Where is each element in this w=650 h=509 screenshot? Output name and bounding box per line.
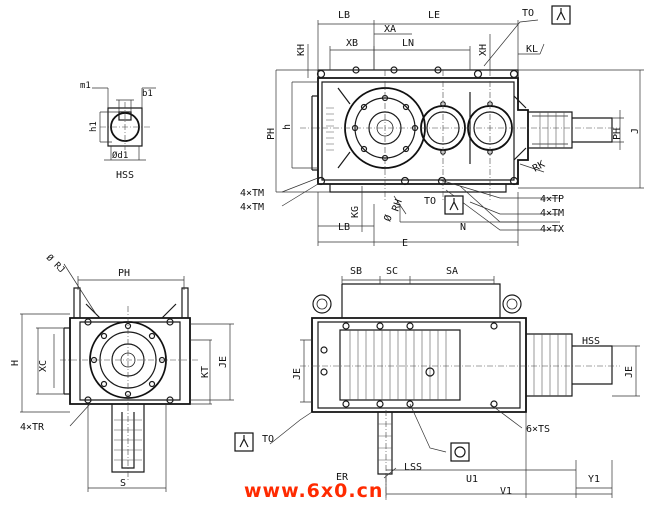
label-6ts: 6×TS <box>526 424 550 435</box>
label-ph-right: PH <box>612 128 623 140</box>
label-m1: m1 <box>80 81 91 91</box>
oil-level-symbol <box>450 442 470 462</box>
label-xb: XB <box>346 38 358 49</box>
top-view <box>275 5 644 246</box>
label-sb: SB <box>350 266 362 277</box>
label-e: E <box>402 238 408 249</box>
label-lb: LB <box>338 10 350 21</box>
watermark: www.6x0.cn <box>244 480 383 502</box>
oil-drain-symbol-bottom <box>444 195 464 215</box>
label-xh: XH <box>478 44 489 56</box>
label-s: S <box>120 478 126 489</box>
label-je-right-view: JE <box>292 368 303 380</box>
label-n: N <box>460 222 466 233</box>
label-to-mid: TO <box>424 196 436 207</box>
side-view-right <box>234 276 640 500</box>
label-er: ER <box>336 472 349 483</box>
label-hss-right: HSS <box>582 336 600 347</box>
label-b1: b1 <box>142 89 153 99</box>
label-kg: KG <box>350 206 361 218</box>
label-y1: Y1 <box>588 474 600 485</box>
hss-shaft-detail <box>92 87 156 161</box>
label-je-far-right: JE <box>624 366 635 378</box>
label-4tp: 4×TP <box>540 194 564 205</box>
label-ph-left: PH <box>118 268 130 279</box>
label-to-right: TO <box>262 434 274 445</box>
oil-drain-symbol-left <box>234 432 254 452</box>
label-phi-mark: Ø <box>382 213 395 223</box>
label-lb-bottom: LB <box>338 222 350 233</box>
label-v1: V1 <box>500 486 512 497</box>
label-xc: XC <box>38 360 49 372</box>
label-kl: KL <box>526 44 538 55</box>
label-sa: SA <box>446 266 458 277</box>
label-4tr: 4×TR <box>20 422 45 433</box>
label-4tm-c: 4×TM <box>540 208 564 219</box>
label-lss: LSS <box>404 462 422 473</box>
labels: LB LE TO XA XB LN KH XH KL PH h PH J RK … <box>10 8 641 497</box>
label-ln: LN <box>402 38 414 49</box>
label-rk: RK <box>531 159 547 175</box>
label-hss-detail: HSS <box>116 170 134 181</box>
label-kh: KH <box>296 44 307 56</box>
label-ph-top: PH <box>266 128 277 140</box>
label-le: LE <box>428 10 440 21</box>
label-j: J <box>630 128 641 134</box>
label-4tx: 4×TX <box>540 224 564 235</box>
label-h1: h1 <box>89 121 99 132</box>
label-to-top: TO <box>522 8 534 19</box>
label-xa: XA <box>384 24 396 35</box>
oil-drain-symbol-top <box>551 5 571 25</box>
label-h-left: H <box>10 360 21 366</box>
side-view-left <box>20 263 234 492</box>
label-je-left: JE <box>218 356 229 368</box>
label-sc: SC <box>386 266 398 277</box>
label-u1: U1 <box>466 474 478 485</box>
label-kt: KT <box>200 366 211 378</box>
label-d1: Ød1 <box>112 150 128 161</box>
label-rj: Ø RJ <box>44 252 67 275</box>
label-4tm-a: 4×TM <box>240 188 264 199</box>
label-h-small: h <box>282 124 293 130</box>
label-rh: RH <box>390 198 404 213</box>
label-4tm-b: 4×TM <box>240 202 264 213</box>
